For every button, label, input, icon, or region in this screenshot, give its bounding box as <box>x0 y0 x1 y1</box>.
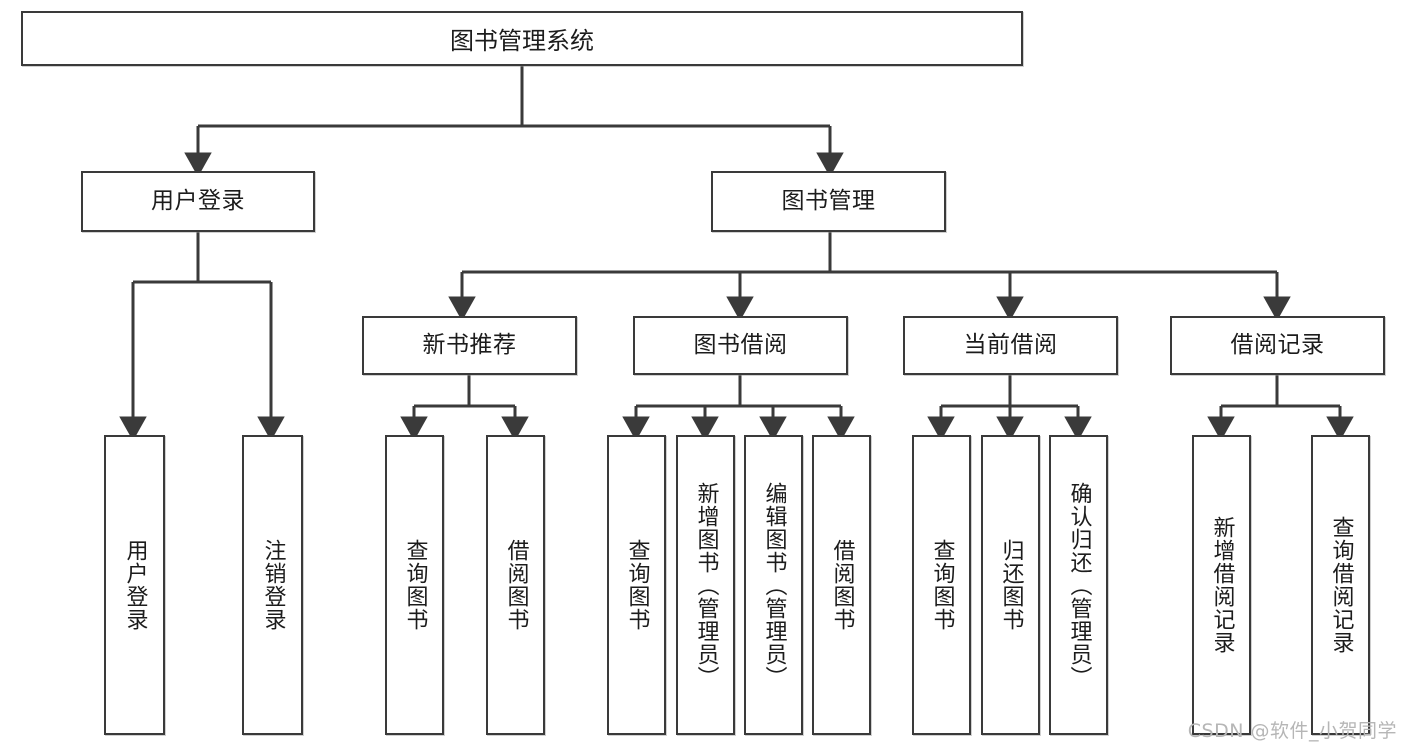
node-leaf-return-book-label: 归还图书 <box>998 539 1024 631</box>
node-current-borrow-label: 当前借阅 <box>963 331 1058 358</box>
node-leaf-query-book-2[interactable]: 查询图书 <box>607 435 666 735</box>
node-leaf-query-book-1-label: 查询图书 <box>402 539 428 631</box>
node-borrow-record[interactable]: 借阅记录 <box>1170 316 1385 375</box>
node-leaf-query-record[interactable]: 查询借阅记录 <box>1311 435 1370 735</box>
node-current-borrow[interactable]: 当前借阅 <box>903 316 1118 375</box>
node-root[interactable]: 图书管理系统 <box>21 11 1023 66</box>
node-leaf-borrow-book-2[interactable]: 借阅图书 <box>812 435 871 735</box>
node-leaf-confirm-return-label: 确认归还（管理员） <box>1066 481 1092 689</box>
node-user-login-label: 用户登录 <box>151 187 245 214</box>
node-book-borrow-label: 图书借阅 <box>693 331 788 358</box>
node-leaf-query-book-3-label: 查询图书 <box>929 539 955 631</box>
node-leaf-edit-book-label: 编辑图书（管理员） <box>761 481 787 689</box>
node-book-borrow[interactable]: 图书借阅 <box>633 316 848 375</box>
node-leaf-user-login[interactable]: 用户登录 <box>104 435 165 735</box>
node-leaf-borrow-book-1[interactable]: 借阅图书 <box>486 435 545 735</box>
node-leaf-query-record-label: 查询借阅记录 <box>1328 516 1354 654</box>
node-root-label: 图书管理系统 <box>450 27 594 55</box>
node-leaf-borrow-book-1-label: 借阅图书 <box>503 539 529 631</box>
node-leaf-query-book-3[interactable]: 查询图书 <box>912 435 971 735</box>
node-leaf-add-record[interactable]: 新增借阅记录 <box>1192 435 1251 735</box>
node-leaf-add-book-label: 新增图书（管理员） <box>693 481 719 689</box>
node-book-manage[interactable]: 图书管理 <box>711 171 946 232</box>
node-leaf-borrow-book-2-label: 借阅图书 <box>829 539 855 631</box>
node-leaf-query-book-1[interactable]: 查询图书 <box>385 435 444 735</box>
node-new-book-rec[interactable]: 新书推荐 <box>362 316 577 375</box>
node-leaf-logout-label: 注销登录 <box>260 539 286 631</box>
node-new-book-rec-label: 新书推荐 <box>422 331 517 358</box>
node-leaf-return-book[interactable]: 归还图书 <box>981 435 1040 735</box>
node-leaf-confirm-return[interactable]: 确认归还（管理员） <box>1049 435 1108 735</box>
node-borrow-record-label: 借阅记录 <box>1230 331 1325 358</box>
node-book-manage-label: 图书管理 <box>781 187 876 214</box>
node-user-login[interactable]: 用户登录 <box>81 171 315 232</box>
watermark-text: CSDN @软件_小贺同学 <box>1187 720 1397 742</box>
node-leaf-logout[interactable]: 注销登录 <box>242 435 303 735</box>
node-leaf-edit-book[interactable]: 编辑图书（管理员） <box>744 435 803 735</box>
node-leaf-query-book-2-label: 查询图书 <box>624 539 650 631</box>
node-leaf-user-login-label: 用户登录 <box>122 539 148 631</box>
node-leaf-add-record-label: 新增借阅记录 <box>1209 516 1235 654</box>
node-leaf-add-book[interactable]: 新增图书（管理员） <box>676 435 735 735</box>
